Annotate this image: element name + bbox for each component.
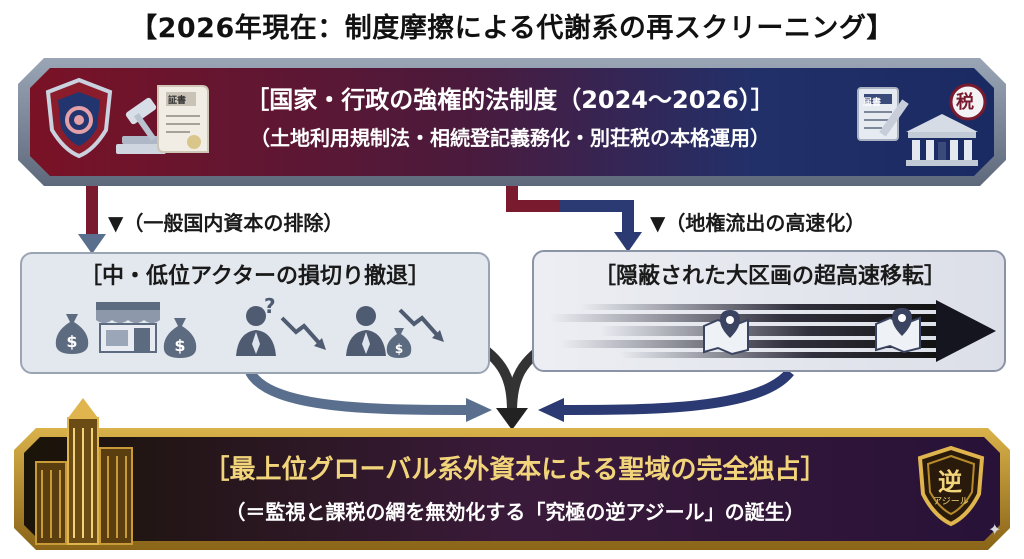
certificate-icon (157, 85, 209, 153)
svg-text:$: $ (395, 342, 403, 356)
businessman-icon (236, 306, 276, 356)
emblem-shield-icon (917, 445, 985, 527)
top-banner-heading: ［国家・行政の強権的法制度（2024〜2026）］ (245, 86, 775, 114)
form-label: 届書 (863, 98, 882, 108)
document-pen-icon (857, 87, 909, 141)
map-pin-icon (703, 310, 749, 356)
connector-left-head (78, 234, 106, 254)
right-arrow-label: ▼（地権流出の高速化） (650, 211, 866, 235)
left-arrow-label: ▼（一般国内資本の排除） (108, 211, 344, 235)
down-trend-arrow-icon (398, 308, 444, 342)
converge-left (245, 369, 471, 415)
speed-arrow-graphic (550, 300, 996, 362)
government-building-icon (906, 114, 978, 166)
bottom-banner (24, 437, 1000, 541)
money-bag-icon: $ (163, 318, 197, 358)
certificate-label: 証書 (168, 96, 187, 106)
down-trend-arrow-icon (280, 316, 326, 350)
emblem-char: 逆 (938, 468, 962, 496)
right-panel (532, 250, 1006, 372)
map-pin-icon (875, 308, 921, 354)
emblem-subtext: アジール (933, 497, 969, 507)
money-bag-icon: $ (55, 314, 89, 354)
tax-badge-text: 税 (956, 92, 974, 113)
connector-right-head (614, 232, 642, 252)
question-mark-icon: ? (264, 294, 276, 318)
businessman-icon (346, 306, 386, 356)
bottom-banner-heading: ［最上位グローバル系外資本による聖域の完全独占］ (203, 455, 827, 485)
top-banner-subheading: （土地利用規制法・相続登記義務化・別荘税の本格運用） (250, 126, 770, 150)
bottom-banner-subheading: （＝監視と課税の網を無効化する「究極の逆アジール」の誕生） (225, 500, 805, 524)
tax-badge-icon (949, 83, 987, 121)
shield-icon (45, 77, 113, 159)
right-panel-title: ［隠蔽された大区画の超高速移転］ (593, 264, 946, 289)
page-title: 【2026年現在：制度摩擦による代謝系の再スクリーニング】 (130, 13, 894, 44)
skyscraper-icon (35, 398, 133, 545)
sparkle-icon: ✦ (988, 520, 1002, 539)
converge-center-head (496, 408, 528, 430)
storefront-icon (96, 302, 160, 353)
money-bag-icon: $ (386, 328, 412, 358)
converge-right (559, 368, 794, 415)
svg-text:$: $ (66, 332, 77, 351)
svg-text:$: $ (174, 336, 185, 355)
left-panel-title: ［中・低位アクターの損切り撤退］ (79, 264, 431, 289)
gavel-icon (116, 97, 166, 154)
